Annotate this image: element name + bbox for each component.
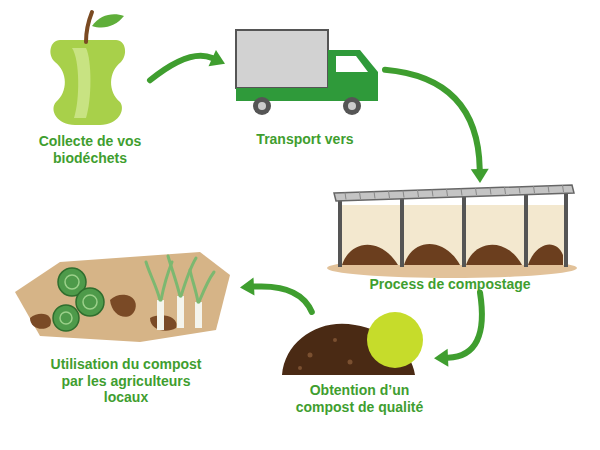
cycle-arrow	[385, 70, 489, 183]
apple-core-icon	[50, 12, 125, 125]
arrow-head	[471, 169, 489, 183]
stage-label: Transport vers	[235, 131, 375, 148]
arrow-head	[240, 278, 254, 296]
stage-node: Transport vers	[225, 28, 385, 148]
stage-label: Utilisation du compost par les agriculte…	[39, 356, 214, 406]
arrow-line	[448, 293, 482, 358]
compost-pile-icon	[282, 312, 423, 375]
cycle-arrow	[434, 293, 482, 367]
stage-label: Obtention d’un compost de qualité	[287, 382, 432, 415]
truck-icon	[236, 30, 378, 115]
stage-node: Collecte de vos biodéchets	[30, 10, 150, 166]
arrow-head	[434, 349, 448, 367]
stage-node: Process de compostage	[325, 183, 575, 293]
stage-label: Process de compostage	[330, 276, 570, 293]
field-icon	[15, 252, 230, 342]
arrow-head	[209, 50, 225, 66]
stage-label: Collecte de vos biodéchets	[35, 133, 145, 166]
stage-node: Utilisation du compost par les agriculte…	[12, 248, 240, 406]
stage-node: Obtention d’un compost de qualité	[285, 312, 434, 415]
compost-shed-icon	[327, 185, 577, 278]
arrow-line	[385, 70, 480, 169]
cycle-arrow	[150, 50, 225, 80]
leek-plants	[146, 256, 214, 330]
arrow-line	[254, 286, 312, 312]
arrow-line	[150, 56, 212, 81]
cycle-arrow	[240, 278, 312, 312]
